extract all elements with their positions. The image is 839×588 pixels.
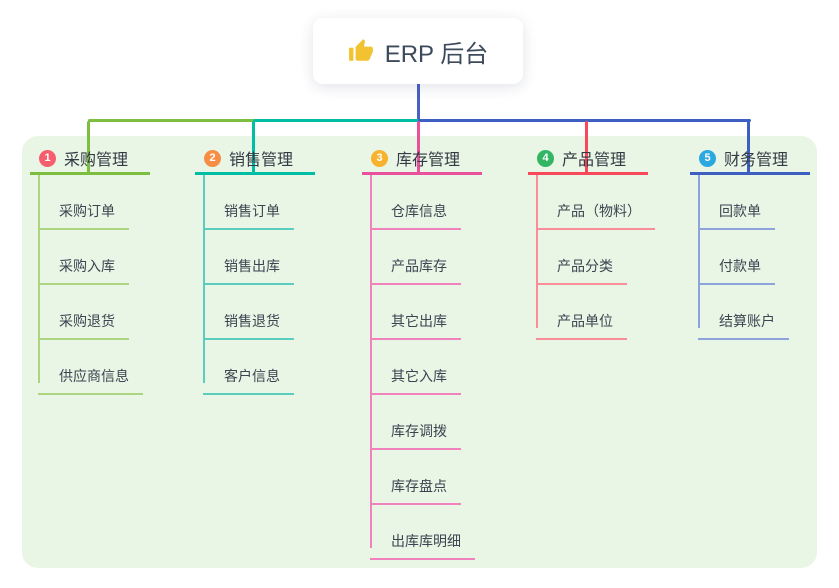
branch-connector-line xyxy=(536,175,538,328)
branch-header[interactable]: 5 财务管理 xyxy=(690,146,810,175)
branch-drop-line-3 xyxy=(417,121,420,175)
child-node[interactable]: 采购订单 xyxy=(38,201,129,230)
child-row: 其它入库 xyxy=(370,340,482,395)
connector-bus-segment-2 xyxy=(253,119,419,122)
child-row: 产品库存 xyxy=(370,230,482,285)
root-label: ERP 后台 xyxy=(384,40,489,68)
child-row: 销售退货 xyxy=(203,285,315,340)
root-stem-line xyxy=(417,83,420,121)
branch-children: 仓库信息产品库存其它出库其它入库库存调拨库存盘点出库库明细 xyxy=(362,175,482,560)
child-node[interactable]: 仓库信息 xyxy=(370,201,461,230)
child-node[interactable]: 结算账户 xyxy=(698,311,789,340)
branch-label: 销售管理 xyxy=(229,152,294,169)
child-row: 库存调拨 xyxy=(370,395,482,450)
branch-header[interactable]: 1 采购管理 xyxy=(30,146,150,175)
branch-children: 回款单付款单结算账户 xyxy=(690,175,810,340)
child-row: 产品单位 xyxy=(536,285,648,340)
child-row: 库存盘点 xyxy=(370,450,482,505)
branch-connector-line xyxy=(38,175,40,383)
branch-label: 库存管理 xyxy=(396,152,461,169)
branch-connector-line xyxy=(203,175,205,383)
branch-children: 采购订单采购入库采购退货供应商信息 xyxy=(30,175,150,395)
child-row: 仓库信息 xyxy=(370,175,482,230)
mindmap-branch: 2 销售管理 销售订单销售出库销售退货客户信息 xyxy=(195,146,315,395)
child-node[interactable]: 销售退货 xyxy=(203,311,294,340)
child-node[interactable]: 其它入库 xyxy=(370,366,461,395)
branch-children: 产品（物料） 产品分类产品单位 xyxy=(528,175,655,340)
branch-number-badge: 1 xyxy=(39,149,56,167)
mindmap-branch: 4 产品管理 产品（物料） 产品分类产品单位 xyxy=(528,146,655,340)
child-row: 付款单 xyxy=(698,230,810,285)
branch-header[interactable]: 4 产品管理 xyxy=(528,146,648,175)
branch-drop-line-5 xyxy=(747,121,750,175)
branch-header[interactable]: 3 库存管理 xyxy=(362,146,482,175)
child-row: 销售订单 xyxy=(203,175,315,230)
root-node[interactable]: ERP 后台 xyxy=(313,18,523,84)
child-node[interactable]: 回款单 xyxy=(698,201,775,230)
branch-number-badge: 3 xyxy=(371,149,388,167)
child-row: 客户信息 xyxy=(203,340,315,395)
child-node[interactable]: 客户信息 xyxy=(203,366,294,395)
child-row: 产品分类 xyxy=(536,230,648,285)
branch-label: 产品管理 xyxy=(562,152,627,169)
branch-number-badge: 4 xyxy=(537,149,554,167)
mindmap-branch: 3 库存管理 仓库信息产品库存其它出库其它入库库存调拨库存盘点出库库明细 xyxy=(362,146,482,560)
child-node[interactable]: 销售订单 xyxy=(203,201,294,230)
child-node[interactable]: 采购退货 xyxy=(38,311,129,340)
child-row: 采购入库 xyxy=(38,230,150,285)
child-row: 销售出库 xyxy=(203,230,315,285)
child-row: 结算账户 xyxy=(698,285,810,340)
child-row: 采购退货 xyxy=(38,285,150,340)
child-node[interactable]: 其它出库 xyxy=(370,311,461,340)
child-node[interactable]: 产品分类 xyxy=(536,256,627,285)
child-node[interactable]: 产品库存 xyxy=(370,256,461,285)
branch-children: 销售订单销售出库销售退货客户信息 xyxy=(195,175,315,395)
mindmap-branch: 5 财务管理 回款单付款单结算账户 xyxy=(690,146,810,340)
child-node[interactable]: 库存盘点 xyxy=(370,476,461,505)
child-node[interactable]: 采购入库 xyxy=(38,256,129,285)
child-node[interactable]: 销售出库 xyxy=(203,256,294,285)
child-node[interactable]: 库存调拨 xyxy=(370,421,461,450)
child-row: 其它出库 xyxy=(370,285,482,340)
mindmap-branch: 1 采购管理 采购订单采购入库采购退货供应商信息 xyxy=(30,146,150,395)
child-node[interactable]: 产品单位 xyxy=(536,311,627,340)
branch-number-badge: 2 xyxy=(204,149,221,167)
branch-drop-line-2 xyxy=(252,121,255,175)
child-row: 采购订单 xyxy=(38,175,150,230)
child-row: 产品（物料） xyxy=(536,175,655,230)
thumbs-up-icon xyxy=(348,39,373,61)
background-panel xyxy=(22,136,817,568)
connector-bus-segment-1 xyxy=(88,119,254,122)
child-row: 回款单 xyxy=(698,175,810,230)
connector-bus-segment-5 xyxy=(418,119,751,122)
branch-drop-line-1 xyxy=(87,121,90,175)
child-row: 供应商信息 xyxy=(38,340,150,395)
branch-label: 采购管理 xyxy=(64,152,129,169)
child-node[interactable]: 出库库明细 xyxy=(370,531,475,560)
branch-connector-line xyxy=(698,175,700,328)
child-row: 出库库明细 xyxy=(370,505,482,560)
child-node[interactable]: 供应商信息 xyxy=(38,366,143,395)
branch-drop-line-4 xyxy=(585,121,588,175)
branch-connector-line xyxy=(370,175,372,548)
branch-label: 财务管理 xyxy=(724,152,789,169)
branch-number-badge: 5 xyxy=(699,149,716,167)
child-node[interactable]: 付款单 xyxy=(698,256,775,285)
branch-header[interactable]: 2 销售管理 xyxy=(195,146,315,175)
child-node[interactable]: 产品（物料） xyxy=(536,201,655,230)
